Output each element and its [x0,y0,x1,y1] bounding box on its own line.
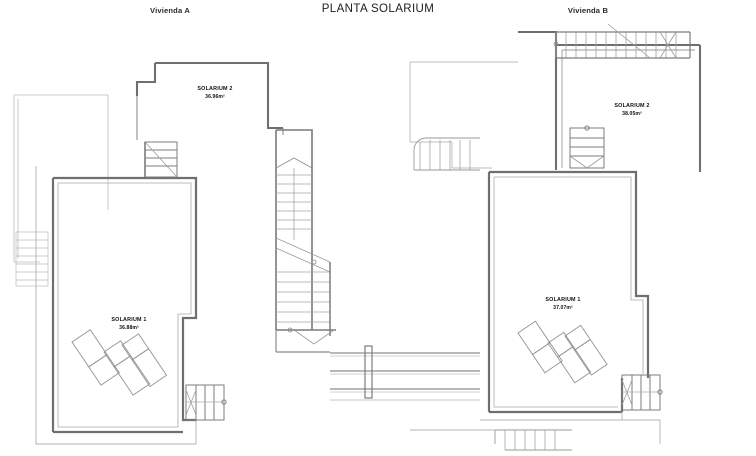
stair-b-curved-frame [413,137,480,171]
furniture-loungers-a [71,329,168,396]
room-area: 36.88m² [119,324,139,331]
stair-center-newel-bottom [287,327,293,333]
stair-b-top-newel [553,41,559,47]
room-area: 37.07m² [553,304,573,311]
stair-left-edge [15,231,49,287]
stair-b-upper-newel [584,125,590,131]
room-name: SOLARIUM 1 [545,297,581,303]
a-solarium-1-inner-line [57,182,192,428]
stair-center-lower-walls [276,262,336,336]
lounger-seat [103,340,132,368]
railing-bars [330,352,480,390]
stair-center-upper-arrow [275,157,313,169]
a-outer-terrace-hairline [13,94,109,263]
room-name: SOLARIUM 1 [111,317,147,323]
b-solarium-1-walls [487,170,650,414]
vivienda-b-outlines [409,23,702,451]
room-label-b-solarium-1: SOLARIUM 1 37.07m² [513,297,613,312]
lounger-seat [547,331,574,358]
stair-b-lower-newel [657,389,663,395]
stair-center-lower-arrow [293,329,335,345]
room-area: 38.05m² [622,110,642,117]
room-label-a-solarium-2: SOLARIUM 2 36.96m² [165,86,265,101]
stair-center-lower-treads [276,271,330,323]
room-label-b-solarium-2: SOLARIUM 2 38.05m² [582,103,682,118]
vivienda-a-outlines [13,61,284,445]
stair-b-top-diag-b [659,31,677,59]
lounger-seat [71,329,108,368]
center-stair-core [275,129,336,353]
a-solarium-1-walls [51,176,198,434]
stair-a-lower [185,384,225,421]
center-core-walls [275,129,313,330]
lounger-back [88,353,120,386]
stair-b-top-break [607,23,651,59]
room-label-a-solarium-1: SOLARIUM 1 36.88m² [79,317,179,332]
lounger-seat [517,320,551,356]
furniture-loungers-b [517,320,608,384]
terrace-railing [330,345,480,401]
stair-b-lower [621,374,661,411]
b-solarium-2-inner [561,49,695,168]
stair-a-upper [144,141,178,178]
room-name: SOLARIUM 2 [614,103,650,109]
lounger-back [531,342,563,374]
stair-center-break [275,237,331,273]
lounger-back [573,338,608,376]
room-name: SOLARIUM 2 [197,86,233,92]
a-solarium-2-walls [135,61,283,130]
lounger-seat [121,333,150,361]
room-area: 36.96m² [205,93,225,100]
stair-a-lower-newel [221,399,227,405]
lounger-back [131,348,168,388]
b-outer-boundary [410,412,661,444]
railing-bars-shadow [330,355,480,393]
stair-b-upper [569,127,605,169]
b-left-terrace-hairline [409,61,518,169]
lounger-seat [564,324,591,351]
stair-b-bottom [504,430,556,450]
railing-posts [364,345,373,399]
stair-b-curved [419,140,471,170]
stair-b-bottom-frame [494,429,572,451]
lounger-back [556,345,592,384]
b-solarium-1-inner-line [493,176,644,408]
stair-center-newel-top [311,259,317,265]
a-solarium-2-walls-inner [136,96,284,140]
a-outer-boundary [35,166,197,445]
stair-b-top-frame [556,31,691,59]
lounger-back [113,355,151,396]
stair-b-top [555,32,677,58]
center-core-lower-wall [275,330,330,353]
